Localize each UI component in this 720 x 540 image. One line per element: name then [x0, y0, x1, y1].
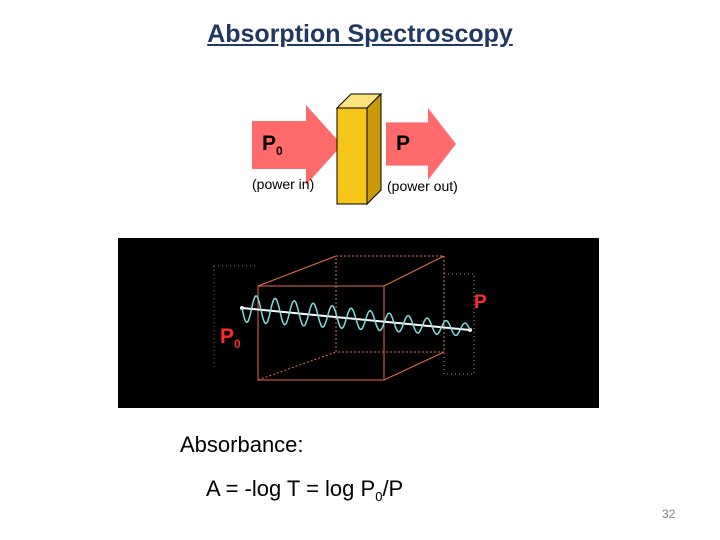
sample-block — [335, 92, 383, 206]
power-in-symbol: P0 — [262, 132, 283, 158]
power-in-subscript: 0 — [276, 144, 283, 158]
power-in-caption: (power in) — [252, 176, 315, 192]
wave-absorption-panel: P0 P — [118, 238, 599, 408]
power-out-symbol: P — [396, 132, 411, 155]
absorbance-formula: A = -log T = log P0/P — [206, 476, 404, 504]
panel-power-out-label: P — [474, 292, 487, 313]
power-out-arrow: P — [386, 108, 456, 180]
slide-number: 32 — [662, 507, 676, 521]
wave-illustration — [213, 255, 475, 381]
slide-title: Absorption Spectroscopy — [207, 20, 513, 48]
attenuated-wave — [241, 295, 471, 337]
panel-power-in-label: P0 — [220, 325, 241, 351]
formula-subscript: 0 — [375, 489, 383, 504]
power-in-arrow: P0 — [252, 105, 342, 185]
power-out-caption: (power out) — [387, 178, 458, 194]
panel-power-in-subscript: 0 — [234, 337, 241, 351]
absorbance-label: Absorbance: — [180, 432, 304, 457]
